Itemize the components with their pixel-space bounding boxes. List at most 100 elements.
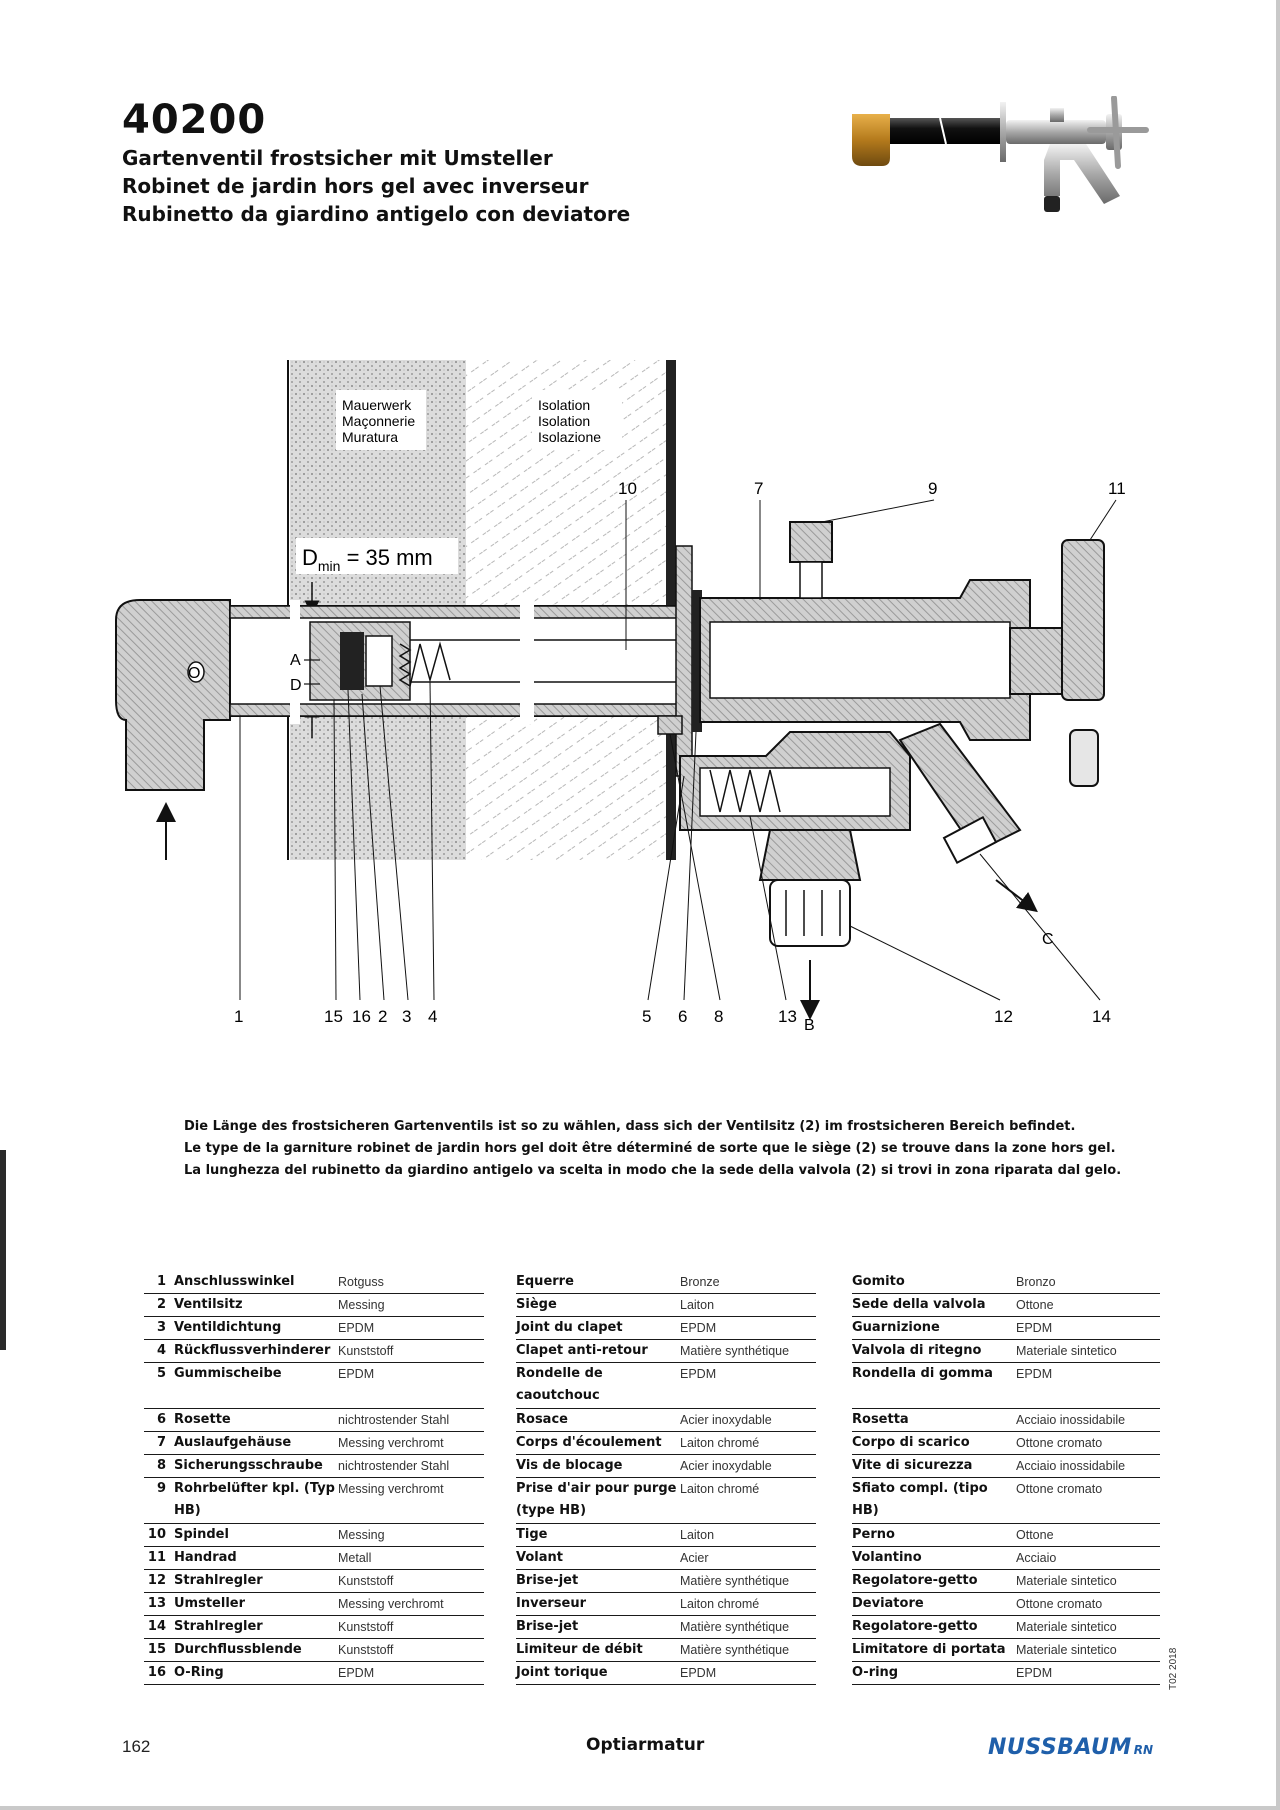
part-material: Acciaio inossidabile: [1016, 1413, 1126, 1427]
valve-spring: [398, 641, 451, 688]
part-name: Umsteller: [174, 1596, 246, 1611]
part-number: 1: [156, 1274, 166, 1289]
housing-bore: [709, 621, 1011, 699]
parts-row-it: Sfiato compl. (tipo HB)Ottone cromato: [852, 1478, 1160, 1524]
part-name: Perno: [852, 1527, 895, 1542]
dmin-base: D: [302, 545, 318, 570]
part-name: Sfiato compl. (tipo HB): [852, 1481, 988, 1518]
parts-row-fr: Prise d'air pour purge (type HB)Laiton c…: [516, 1478, 816, 1524]
part-name: Prise d'air pour purge (type HB): [516, 1481, 677, 1518]
part-material: Metall: [338, 1551, 372, 1565]
part-name: Rosetta: [852, 1412, 909, 1427]
label-d: D: [290, 677, 302, 694]
installation-note: Die Länge des frostsicheren Gartenventil…: [184, 1116, 1184, 1182]
part-number: 12: [147, 1573, 166, 1588]
part-material: Kunststoff: [338, 1620, 394, 1634]
handwheel-grip: [1069, 729, 1099, 787]
callout-13: 13: [778, 1007, 797, 1026]
part-number: 7: [156, 1435, 166, 1450]
part-name: Rondelle de caoutchouc: [516, 1366, 603, 1403]
parts-row-it: Limitatore di portata Materiale sintetico: [852, 1639, 1160, 1662]
part-number: 3: [156, 1320, 166, 1335]
part-number: 16: [147, 1665, 166, 1680]
insulation-label-de: Isolation: [538, 397, 590, 413]
part-material: Ottone cromato: [1016, 1597, 1103, 1611]
jet-regulator-14: [942, 815, 998, 865]
part-material: Materiale sintetico: [1016, 1643, 1117, 1657]
part-name: Inverseur: [516, 1596, 587, 1611]
valve-seal: [340, 632, 364, 690]
part-name: Spindel: [174, 1527, 229, 1542]
part-number: 10: [147, 1527, 166, 1542]
part-name: Volantino: [852, 1550, 922, 1565]
part-material: Laiton: [680, 1298, 715, 1312]
part-material: Laiton chromé: [680, 1597, 760, 1611]
part-material: EPDM: [338, 1666, 375, 1680]
callout-2: 2: [378, 1007, 387, 1026]
callout-15: 15: [324, 1007, 343, 1026]
callout-10: 10: [618, 479, 637, 498]
rosette: [675, 545, 693, 777]
part-material: Materiale sintetico: [1016, 1344, 1117, 1358]
part-name: Joint torique: [516, 1665, 608, 1680]
angled-outlet: [898, 722, 1022, 854]
label-b: B: [804, 1017, 815, 1034]
part-material: Matière synthétique: [680, 1574, 790, 1588]
part-material: Laiton chromé: [680, 1436, 760, 1450]
part-name: Durchflussblende: [174, 1642, 302, 1657]
part-name: Gummischeibe: [174, 1366, 282, 1381]
handwheel: [1061, 539, 1105, 701]
part-number: 2: [156, 1297, 166, 1312]
jet-regulator-12-ribs: [785, 890, 841, 936]
part-material: EPDM: [338, 1367, 375, 1381]
part-material: Acier inoxydable: [680, 1459, 772, 1473]
part-material: EPDM: [680, 1367, 717, 1381]
part-material: EPDM: [1016, 1321, 1053, 1335]
pipe-break-1: [520, 600, 534, 724]
part-material: Ottone: [1016, 1528, 1054, 1542]
parts-row-fr: Rondelle de caoutchouc EPDM: [516, 1363, 816, 1409]
part-name: Ventilsitz: [174, 1297, 243, 1312]
insulation-label-fr: Isolation: [538, 413, 590, 429]
callout-2-leader: [361, 693, 385, 1001]
callout-5: 5: [642, 1007, 651, 1026]
outflow-arrow-c: [995, 879, 1038, 913]
callout-3-leader: [379, 685, 409, 1001]
product-photo: [852, 96, 1149, 212]
part-material: Kunststoff: [338, 1344, 394, 1358]
callout-12: 12: [994, 1007, 1013, 1026]
wall-label-de: Mauerwerk: [342, 397, 412, 413]
part-name: Limitatore di portata: [852, 1642, 1006, 1657]
backflow-preventer: [365, 635, 393, 687]
document-code: T02 2018: [1168, 1630, 1182, 1690]
part-name: Handrad: [174, 1550, 237, 1565]
parts-row-it: Perno Ottone: [852, 1524, 1160, 1547]
technical-diagram: Mauerwerk Maçonnerie Muratura Isolation …: [115, 360, 1126, 1034]
vacuum-breaker: [789, 521, 833, 563]
page-edge-bottom: [0, 1806, 1280, 1810]
part-name: Anschlusswinkel: [174, 1274, 295, 1289]
photo-vent: [1050, 108, 1064, 122]
callout-4: 4: [428, 1007, 437, 1026]
callout-9: 9: [928, 479, 937, 498]
callout-16-leader: [347, 689, 361, 1001]
